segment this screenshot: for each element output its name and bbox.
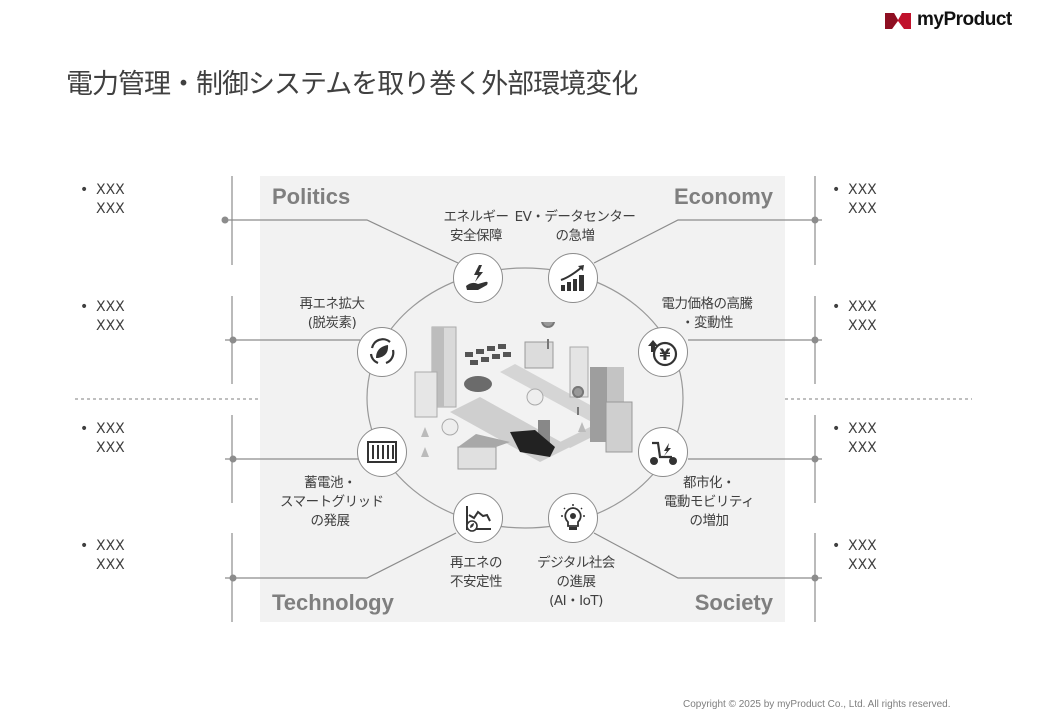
factor-ev-datacenter: EV・データセンターの急増 xyxy=(514,209,636,244)
factor-urbanization: 都市化・電動モビリティの増加 xyxy=(663,475,755,529)
politics-heading: Politics xyxy=(272,184,351,209)
environment-panel xyxy=(260,176,785,622)
logo-text: myProduct xyxy=(917,9,1012,30)
smart-city-illustration xyxy=(414,322,633,470)
factor-price-surge: 電力価格の高騰・変動性 xyxy=(661,296,754,331)
society-heading: Society xyxy=(694,590,773,615)
logo: myProduct xyxy=(885,9,1012,31)
yen-price-up-icon: ¥ xyxy=(638,327,688,377)
factor-storage-grid: 蓄電池・スマートグリッドの発展 xyxy=(280,475,384,529)
svg-text:¥: ¥ xyxy=(659,345,670,364)
copyright: Copyright © 2025 by myProduct Co., Ltd. … xyxy=(683,699,951,710)
recycle-leaf-icon xyxy=(357,327,407,377)
factor-renewable-expansion: 再エネ拡大(脱炭素) xyxy=(299,296,366,331)
energy-hand-icon xyxy=(453,253,503,303)
battery-container-icon xyxy=(357,427,407,477)
technology-heading: Technology xyxy=(272,590,394,615)
lightbulb-gear-icon xyxy=(548,493,598,543)
factor-energy-security: エネルギー安全保障 xyxy=(443,209,510,244)
economy-heading: Economy xyxy=(673,184,773,209)
unstable-renewable-chart-icon xyxy=(453,493,503,543)
growth-chart-icon xyxy=(548,253,598,303)
factor-renewable-instability: 再エネの不安定性 xyxy=(450,555,503,590)
logo-mark-icon xyxy=(885,13,911,29)
page-title: 電力管理・制御システムを取り巻く外部環境変化 xyxy=(66,69,638,100)
factor-digital-society: デジタル社会の進展(AI・IoT) xyxy=(537,555,615,609)
electric-scooter-icon xyxy=(638,427,688,477)
